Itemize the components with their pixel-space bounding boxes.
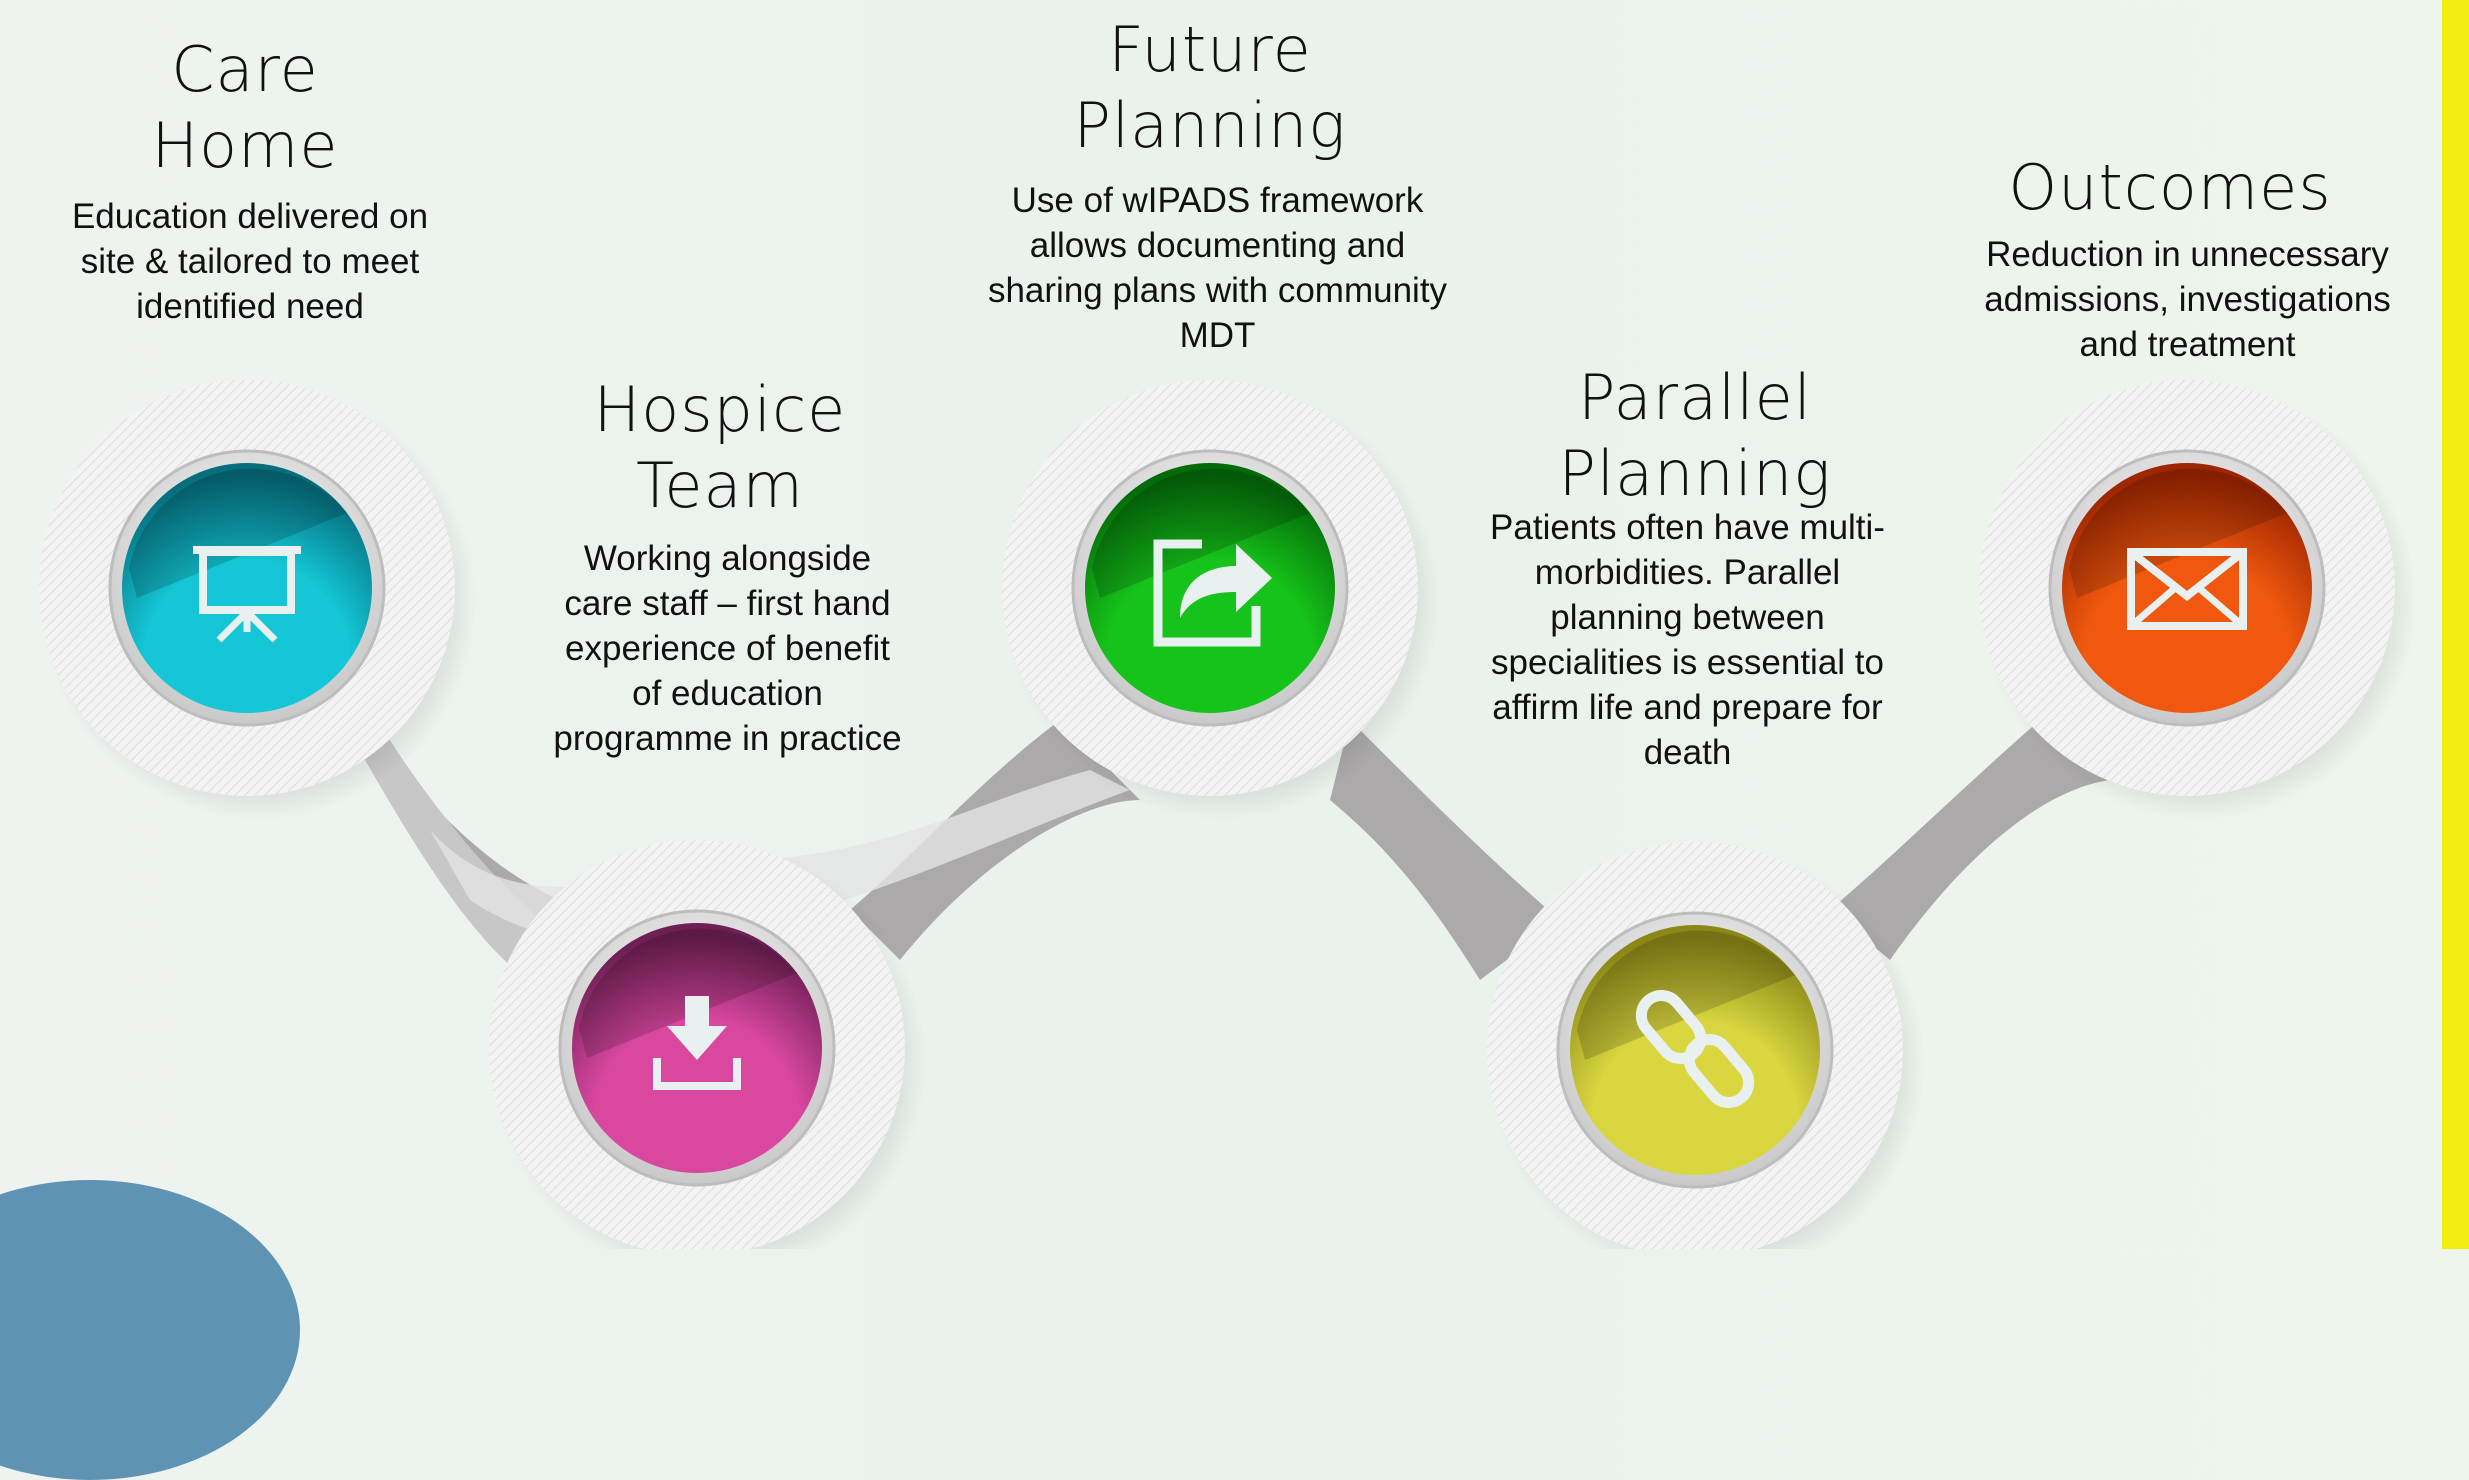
care-home-desc-line: Education delivered on (71, 197, 429, 236)
hospice-team-desc-line: experience of benefit (565, 629, 890, 668)
care-home-title-line2: Home (151, 109, 339, 182)
parallel-planning-desc-line: Patients often have multi- (1490, 508, 1885, 547)
outcomes-desc-line: admissions, investigations (1984, 280, 2391, 319)
envelope-icon (2127, 548, 2247, 630)
parallel-planning-desc-line: specialities is essential to (1491, 643, 1884, 682)
parallel-planning-title-line1: Parallel (1578, 361, 1812, 434)
outcomes-desc-line: and treatment (2079, 325, 2296, 364)
share-icon (1153, 539, 1272, 647)
future-planning-desc-line: sharing plans with community (987, 271, 1448, 310)
parallel-planning-desc-line: death (1643, 733, 1732, 772)
outcomes-gloss (2069, 468, 2287, 598)
care-home-description: Education delivered on site & tailored t… (40, 194, 460, 329)
future-planning-title-line1: Future (1108, 13, 1312, 86)
outcomes-title-line1: Outcomes (2008, 151, 2332, 224)
connector-4-5 (1830, 720, 2110, 960)
care-home-node (39, 380, 477, 820)
future-planning-desc-line: Use of wIPADS framework (1011, 181, 1424, 220)
hospice-team-title-line1: Hospice (593, 373, 847, 446)
hospice-team-desc-line: care staff – first hand (564, 584, 891, 623)
hospice-team-description: Working alongside care staff – first han… (520, 536, 935, 761)
parallel-planning-desc-line: affirm life and prepare for (1492, 688, 1883, 727)
outcomes-description: Reduction in unnecessary admissions, inv… (1965, 232, 2410, 367)
future-planning-title-line2: Planning (1073, 89, 1347, 162)
link-icon (1635, 990, 1755, 1108)
future-planning-title: Future Planning (1010, 12, 1410, 164)
care-home-title: Care Home (70, 32, 420, 184)
outcomes-disc (2062, 463, 2312, 713)
future-planning-desc-line: MDT (1179, 316, 1256, 355)
outcomes-node (1979, 380, 2417, 820)
presentation-board-icon (193, 546, 301, 643)
hospice-team-desc-line: Working alongside (583, 539, 872, 578)
parallel-planning-gloss (1577, 930, 1795, 1060)
care-home-disc (122, 463, 372, 713)
care-home-title-line1: Care (171, 33, 319, 106)
process-diagram (39, 380, 2417, 1249)
parallel-planning-node (1487, 842, 1925, 1249)
future-planning-desc-line: allows documenting and (1029, 226, 1406, 265)
outcomes-title: Outcomes (1970, 150, 2370, 226)
parallel-planning-title-line2: Planning (1558, 437, 1832, 510)
hospice-team-desc-line: of education (632, 674, 823, 713)
care-home-gloss (129, 468, 347, 598)
connector-3-4 (1330, 720, 1560, 980)
download-icon (653, 996, 741, 1090)
care-home-desc-line: identified need (136, 287, 364, 326)
future-planning-description: Use of wIPADS framework allows documenti… (955, 178, 1480, 358)
hospice-team-gloss (579, 928, 797, 1058)
future-planning-gloss (1092, 468, 1310, 598)
hospice-team-desc-line: programme in practice (553, 719, 902, 758)
hospice-team-title-line2: Team (636, 449, 804, 522)
hospice-team-title: Hospice Team (520, 372, 920, 524)
hospice-team-node (489, 840, 927, 1249)
accent-edge-bar (2442, 0, 2469, 1249)
parallel-planning-desc-line: planning between (1550, 598, 1825, 637)
parallel-planning-title: Parallel Planning (1480, 360, 1910, 512)
parallel-planning-desc-line: morbidities. Parallel (1534, 553, 1841, 592)
care-home-desc-line: site & tailored to meet (80, 242, 420, 281)
parallel-planning-description: Patients often have multi- morbidities. … (1460, 505, 1915, 775)
outcomes-desc-line: Reduction in unnecessary (1986, 235, 2389, 274)
future-planning-node (1002, 380, 1440, 820)
